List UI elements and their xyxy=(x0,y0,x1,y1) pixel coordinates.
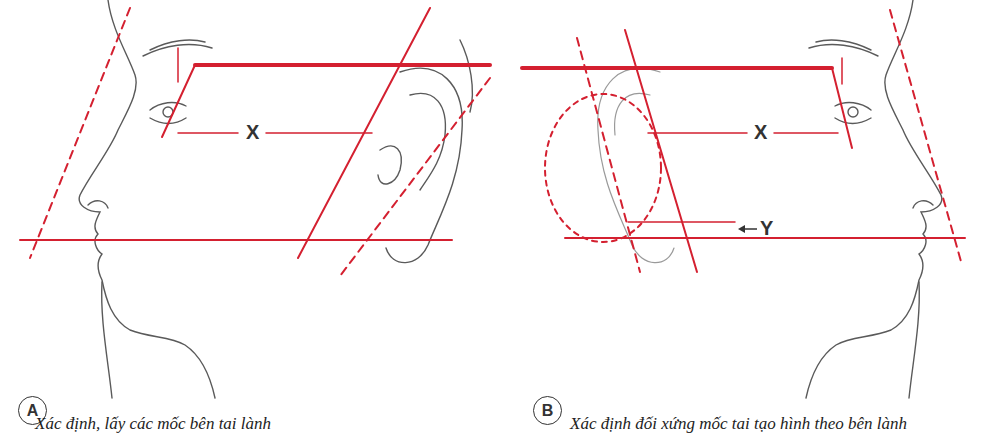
ear xyxy=(378,40,472,263)
guide-line xyxy=(648,132,747,134)
face-profile xyxy=(835,118,871,123)
face-profile xyxy=(816,40,871,50)
guide-line xyxy=(890,10,962,265)
arrow-mark xyxy=(738,225,757,233)
arrow-mark xyxy=(738,225,745,233)
face-profile xyxy=(79,0,215,398)
caption-text: Xác định, lấy các mốc bên tai lành xyxy=(35,414,271,434)
face-profile xyxy=(806,0,942,398)
panel-letter-text: B xyxy=(542,402,554,420)
ear xyxy=(386,68,462,262)
guide-line xyxy=(177,48,179,82)
face-profile xyxy=(806,0,942,398)
guide-line xyxy=(30,8,130,258)
ear xyxy=(598,68,674,262)
face-profile xyxy=(88,201,108,208)
guide-line xyxy=(628,221,735,223)
distance-label: X xyxy=(754,121,767,144)
ear xyxy=(410,93,445,190)
guide-line xyxy=(266,132,372,134)
guide-line xyxy=(178,132,238,134)
distance-label: X xyxy=(246,121,259,144)
guide-line xyxy=(841,58,843,84)
face-profile xyxy=(79,0,215,398)
face-profile xyxy=(102,282,112,398)
face-profile xyxy=(809,45,878,56)
face-profile xyxy=(913,201,933,208)
ear xyxy=(598,68,674,262)
face-profile xyxy=(848,107,858,117)
panel-letter: B xyxy=(533,396,562,425)
ear xyxy=(460,40,472,112)
guide-line xyxy=(20,8,490,276)
ear xyxy=(378,146,401,184)
guide-line xyxy=(340,78,490,276)
guide-line xyxy=(522,66,832,70)
distance-label: Y xyxy=(760,217,773,240)
guide-line xyxy=(20,239,452,241)
guide-line xyxy=(545,94,661,242)
guide-line xyxy=(577,38,640,272)
face-profile xyxy=(909,282,919,398)
guide-line xyxy=(774,132,838,134)
guide-line xyxy=(195,63,490,67)
guide-line xyxy=(522,10,965,272)
arrow-mark xyxy=(743,228,757,230)
guide-line xyxy=(625,30,697,272)
caption-text: Xác định đối xứng mốc tai tạo hình theo … xyxy=(570,414,907,434)
face-profile xyxy=(150,103,186,110)
